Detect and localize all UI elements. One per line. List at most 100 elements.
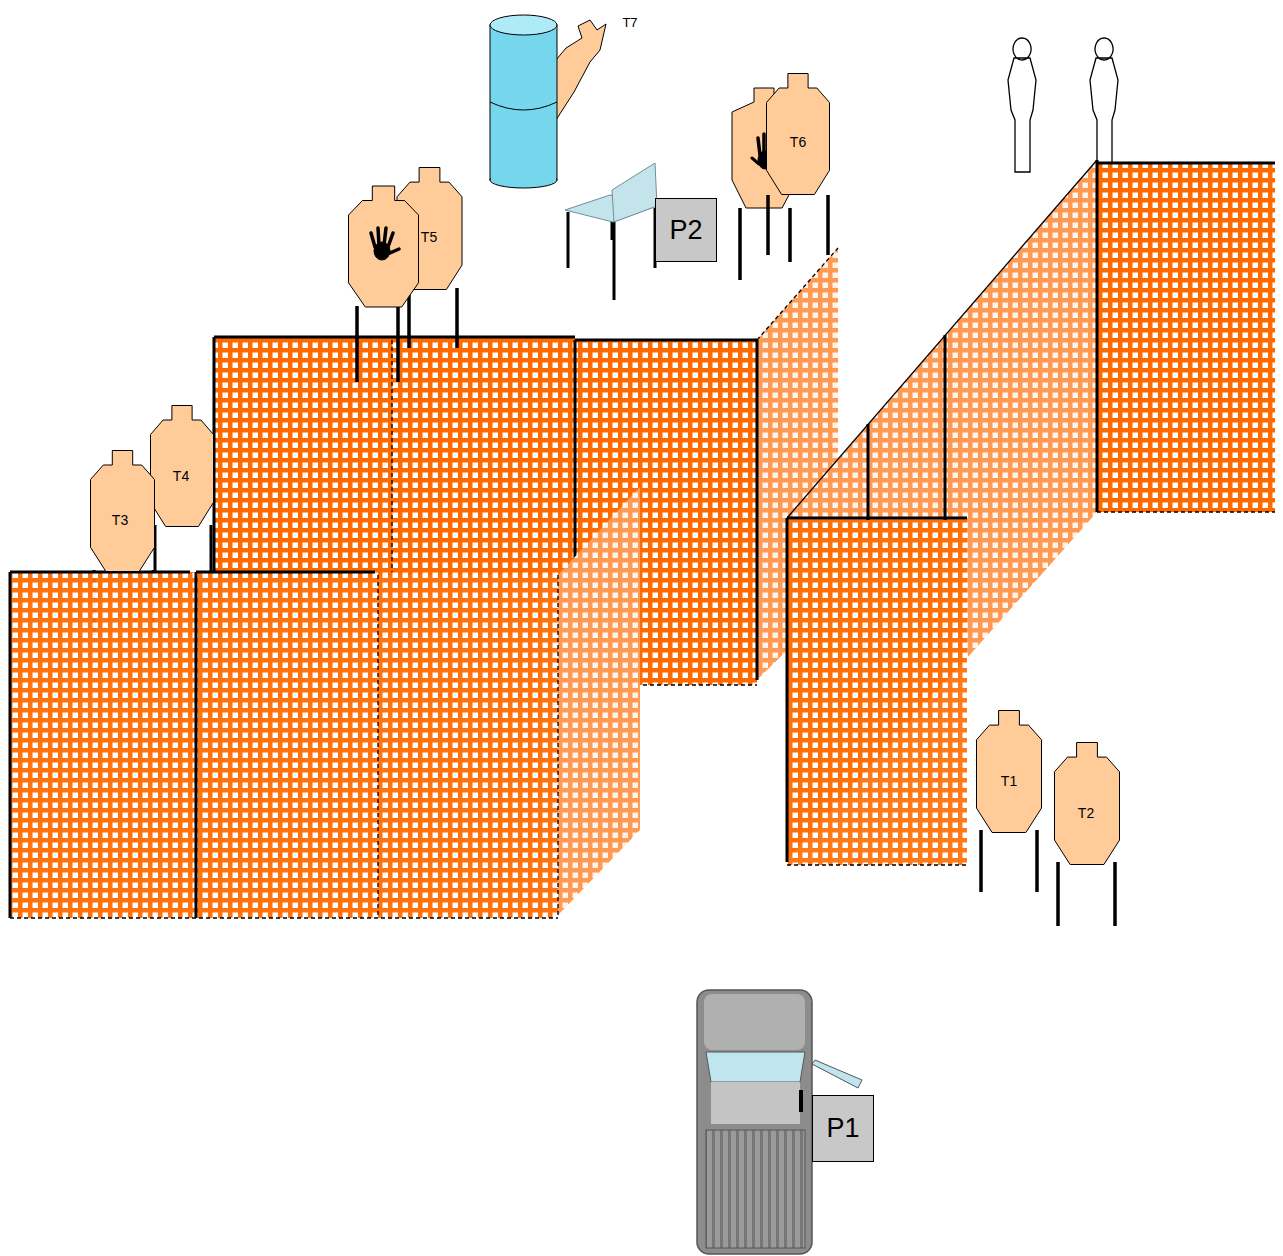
target-part: [371, 233, 375, 247]
target-stand-part: [826, 195, 830, 255]
mesh-wall-part-part: [1097, 511, 1275, 512]
target-label: T5: [421, 230, 437, 244]
white-silhouette-part: [1008, 38, 1036, 172]
t7-target-shape-part: [556, 20, 606, 120]
blue-barrel-part: [490, 25, 557, 180]
target-label: T2: [1078, 806, 1094, 820]
target-part: [378, 228, 379, 245]
target-label: T1: [1001, 774, 1017, 788]
target-part: [91, 451, 155, 572]
target-outline: [348, 167, 462, 308]
target-part: [151, 406, 214, 527]
target-stand-part: [1035, 830, 1039, 892]
white-silhouette-part: [1090, 38, 1118, 172]
target-outline: [766, 73, 830, 195]
t7-target-shape: [556, 20, 606, 120]
target-stand: [740, 195, 828, 280]
position-box: P1: [812, 1095, 874, 1162]
mesh-wall-part-part: [786, 518, 789, 862]
mesh-wall-part: [1097, 163, 1275, 512]
target: T4: [150, 405, 214, 527]
target-stand-part: [396, 306, 400, 382]
no-shoot-target-part-part: [758, 138, 760, 155]
mesh-wall-part: [787, 160, 1275, 862]
target-stand-part: [210, 525, 213, 572]
pickup-truck-part: [697, 990, 812, 1254]
target-stand-part: [355, 306, 359, 382]
mesh-wall-part-part: [867, 424, 870, 520]
mesh-wall-part: [10, 572, 558, 918]
mesh-wall-part: [558, 487, 640, 915]
target-outline: [1054, 742, 1120, 865]
pickup-truck: [697, 990, 862, 1254]
chair: [565, 163, 657, 300]
no-shoot-target-part-part: [752, 158, 759, 164]
target-part: [767, 74, 830, 195]
no-shoot-target-part-part: [762, 134, 766, 153]
position-label: P1: [826, 1115, 859, 1142]
no-shoot-target: [349, 186, 419, 307]
target-label: T7: [622, 16, 637, 29]
target: T3: [90, 450, 155, 572]
target-stand-part: [788, 208, 792, 262]
mesh-wall-part-part: [195, 572, 198, 918]
target: T5: [348, 167, 462, 308]
pickup-truck-part: [799, 1090, 803, 1112]
no-shoot-hand: [371, 228, 399, 260]
mesh-wall-part-part: [1096, 160, 1099, 512]
target: T2: [1054, 742, 1120, 865]
target: T7: [555, 12, 647, 92]
target-label: T3: [112, 513, 128, 527]
blue-barrel-part: [490, 15, 557, 35]
target-part: [384, 228, 386, 245]
target-outline: [150, 405, 214, 527]
target-stand-part: [766, 195, 770, 255]
mesh-wall-part-part: [575, 339, 757, 342]
target-label: T6: [790, 135, 806, 149]
target: T6: [766, 73, 830, 195]
mesh-wall-part-part: [787, 517, 967, 520]
target-outline: [90, 450, 155, 572]
mesh-wall-part-part: [214, 336, 575, 339]
target-stand-part: [738, 208, 742, 280]
blue-barrel-part: [490, 102, 557, 110]
mesh-wall-part: [787, 520, 967, 865]
mesh-wall-part-part: [377, 575, 378, 918]
mesh-wall-part-part: [574, 340, 577, 560]
pickup-truck-part: [704, 994, 805, 1050]
mesh-wall-part: [214, 337, 575, 575]
target-part: [1055, 743, 1120, 865]
chair-part: [612, 163, 657, 222]
target-outline: [976, 710, 1042, 833]
blue-barrel-part: [491, 170, 556, 180]
mesh-wall-part: [10, 575, 558, 918]
target-stand-part: [455, 288, 459, 348]
target-part: [977, 711, 1042, 833]
pickup-truck-part: [711, 1082, 800, 1124]
mesh-wall: [787, 160, 1275, 865]
target: T1: [976, 710, 1042, 833]
target-part: [390, 249, 399, 253]
mesh-wall-part-part: [9, 572, 12, 918]
pickup-truck-part: [706, 1130, 805, 1248]
mesh-wall-part-part: [10, 571, 190, 574]
mesh-wall-part-part: [10, 917, 558, 918]
mesh-wall-part-part: [391, 340, 392, 575]
target-stand-part: [1113, 862, 1117, 926]
target-label: T4: [173, 469, 189, 483]
position-box: P2: [655, 198, 717, 262]
mesh-wall-part-part: [787, 864, 967, 865]
mesh-wall-part: [10, 572, 375, 918]
mesh-wall-part-part: [756, 340, 759, 680]
target-stand-part: [979, 830, 983, 892]
mesh-wall-part-part: [757, 248, 838, 340]
mesh-wall-part-part: [787, 160, 1097, 518]
mesh-wall-part-part: [557, 575, 558, 915]
mesh-wall-part-part: [196, 571, 375, 574]
position-label: P2: [669, 217, 702, 244]
mesh-wall-part: [787, 160, 1275, 865]
mesh-wall-part-part: [944, 335, 947, 520]
pickup-truck-part: [706, 1052, 805, 1082]
